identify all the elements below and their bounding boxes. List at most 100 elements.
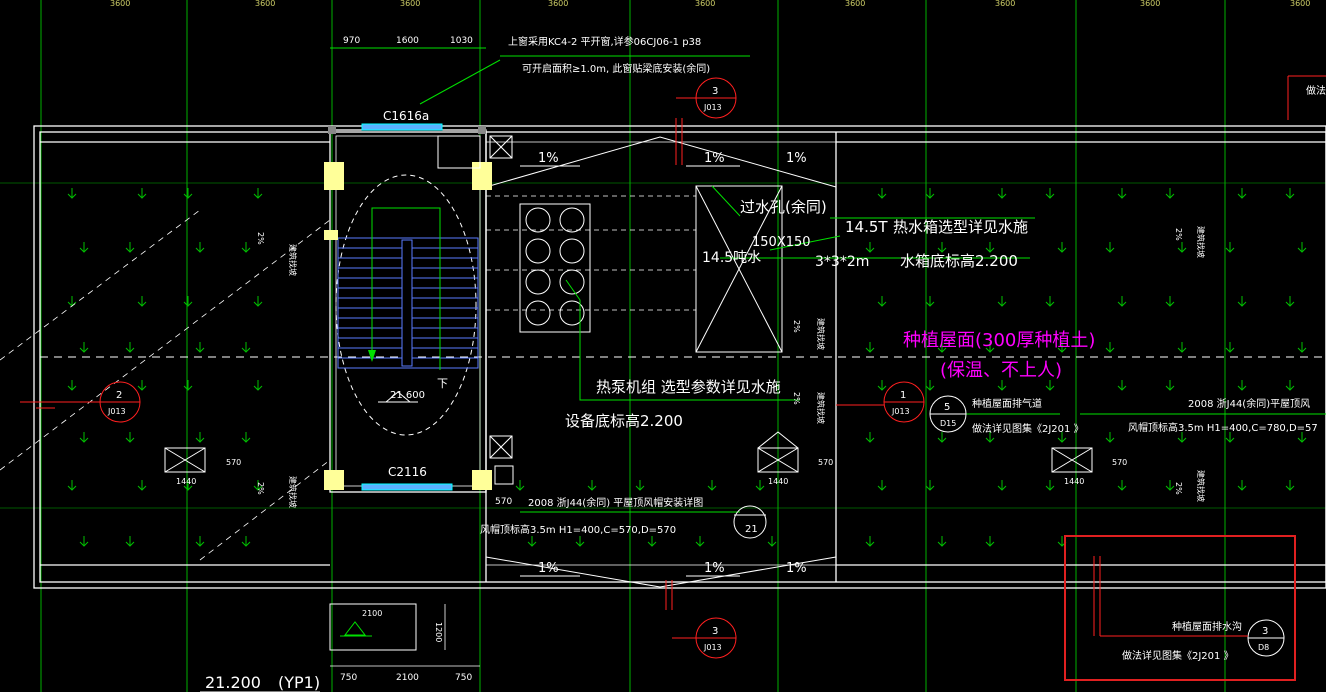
slope-arrow-icon bbox=[937, 536, 947, 547]
slope-arrow-icon bbox=[707, 480, 717, 491]
slope-arrow-icon bbox=[587, 480, 597, 491]
slope-arrow-icon bbox=[253, 296, 263, 307]
fan-dim: 570 bbox=[1112, 458, 1127, 467]
slope-arrow-icon bbox=[183, 380, 193, 391]
slope-arrow-icon bbox=[1225, 342, 1235, 353]
vent-reference: 做法详见图集《2J201 》 bbox=[972, 422, 1084, 435]
fan-dims: 1440 1440 1440 570 570 570 bbox=[176, 458, 1127, 486]
slope-arrow-icon bbox=[125, 432, 135, 443]
callout-num: 3 bbox=[712, 626, 718, 637]
tank-size: 3*3*2m bbox=[815, 254, 869, 270]
drain-reference: 做法详见图集《2J201 》 bbox=[1122, 649, 1234, 662]
side-note: 建筑找坡 bbox=[1196, 226, 1206, 258]
callout-texts: 3 J013 2 J013 1 J013 5 D15 3 J013 3 D8 做… bbox=[107, 84, 1326, 652]
top-dim: 3600 bbox=[1140, 0, 1160, 8]
slope-arrow-icon bbox=[183, 296, 193, 307]
slope-arrow-icon bbox=[125, 536, 135, 547]
slope-arrow-icon bbox=[79, 242, 89, 253]
slope-arrow-icon bbox=[925, 188, 935, 199]
slope-arrow-icon bbox=[183, 188, 193, 199]
slope-arrow-icon bbox=[1297, 432, 1307, 443]
slope-arrow-icon bbox=[195, 536, 205, 547]
slope-arrow-icon bbox=[997, 380, 1007, 391]
annex-elevation: 21.200 bbox=[205, 673, 261, 692]
slope-arrow-icon bbox=[985, 242, 995, 253]
side-pct: 2% bbox=[256, 482, 265, 495]
side-note: 建筑找坡 bbox=[288, 244, 298, 276]
top-dim: 3600 bbox=[255, 0, 275, 8]
slope-arrow-icon bbox=[937, 242, 947, 253]
slope-arrow-icon bbox=[1285, 380, 1295, 391]
water-tank-area: 过水孔(余同) 14.5T 热水箱选型详见水施 14.5吨水 150X150 3… bbox=[486, 135, 1035, 459]
slope-arrow-icon bbox=[1045, 296, 1055, 307]
slope-arrow-icon bbox=[241, 242, 251, 253]
centre-vent-note: 2008 浙J44(余同) 平屋顶风帽安装详图 风帽顶标高3.5m H1=400… bbox=[480, 496, 767, 539]
slope-arrow-icon bbox=[635, 480, 645, 491]
window-note-line1: 上窗采用KC4-2 平开窗,详参06CJ06-1 p38 bbox=[508, 35, 701, 48]
slope-arrow-icon bbox=[865, 342, 875, 353]
ridge-lines bbox=[485, 136, 837, 588]
slope-arrow-icon bbox=[937, 432, 947, 443]
annex-tag: (YP1) bbox=[278, 673, 320, 692]
slope-arrow-icon bbox=[985, 342, 995, 353]
top-dim: 3600 bbox=[400, 0, 420, 8]
slope-arrow-icon bbox=[79, 342, 89, 353]
cap-reference: 2008 浙J44(余同)平屋顶风 bbox=[1188, 397, 1310, 410]
slope-arrow-icon bbox=[1105, 342, 1115, 353]
side-note: 建筑找坡 bbox=[1196, 470, 1206, 502]
slope-arrow-icon bbox=[1045, 380, 1055, 391]
vent-label: 种植屋面排气道 bbox=[972, 397, 1042, 410]
fan-dim: 570 bbox=[818, 458, 833, 467]
slope-arrow-icon bbox=[1117, 188, 1127, 199]
slope-arrow-icon bbox=[1045, 188, 1055, 199]
slope-arrow-icon bbox=[241, 432, 251, 443]
slope-arrow-icon bbox=[67, 380, 77, 391]
planting-roof: 种植屋面(300厚种植土) (保温、不上人) 种植屋面排气道 做法详见图集《2J… bbox=[903, 330, 1326, 435]
side-pct: 2% bbox=[792, 320, 801, 333]
tank-weight: 14.5T bbox=[845, 218, 888, 236]
slope-arrow-icon bbox=[1117, 480, 1127, 491]
slope-arrow-icon bbox=[1117, 380, 1127, 391]
slope-arrow-icon bbox=[877, 480, 887, 491]
vent-detail-number: 21 bbox=[745, 524, 758, 535]
slope-arrow-icon bbox=[1165, 380, 1175, 391]
slope-arrow-icon bbox=[1225, 242, 1235, 253]
window-dim: 970 bbox=[343, 36, 360, 46]
top-dim: 3600 bbox=[110, 0, 130, 8]
slope-arrow-icon bbox=[575, 536, 585, 547]
slope-arrow-icon bbox=[1237, 480, 1247, 491]
slope-arrow-icon bbox=[195, 342, 205, 353]
callout-ref: J013 bbox=[703, 643, 722, 652]
side-note: 建筑找坡 bbox=[288, 476, 298, 508]
slope-arrow-icon bbox=[125, 242, 135, 253]
callout-num: 1 bbox=[900, 390, 906, 401]
side-note: 建筑找坡 bbox=[816, 318, 826, 350]
slope-arrow-icon bbox=[1105, 242, 1115, 253]
callout-num: 2 bbox=[116, 390, 122, 401]
slope-arrow-icon bbox=[937, 342, 947, 353]
white-callouts bbox=[929, 395, 1285, 657]
slope-arrow-icon bbox=[67, 296, 77, 307]
window-c2116: C2116 bbox=[388, 465, 427, 479]
annex-dim: 750 bbox=[455, 673, 472, 683]
side-note: 建筑找坡 bbox=[816, 392, 826, 424]
slope-arrow-icon bbox=[877, 296, 887, 307]
slope-arrow-icon bbox=[1177, 432, 1187, 443]
slope-arrow-icon bbox=[1237, 380, 1247, 391]
slope-arrow-icon bbox=[865, 242, 875, 253]
drain-label: 种植屋面排水沟 bbox=[1172, 620, 1242, 633]
cap-elevation: 风帽顶标高3.5m H1=400,C=780,D=57 bbox=[1128, 421, 1318, 434]
slope-arrow-icon bbox=[695, 536, 705, 547]
top-dim: 3600 bbox=[995, 0, 1015, 8]
slope-arrow-icon bbox=[1165, 188, 1175, 199]
top-dim: 3600 bbox=[1290, 0, 1310, 8]
stair-down-label: 下 bbox=[437, 377, 448, 390]
slope-arrow-icon bbox=[767, 536, 777, 547]
window-note-line2: 可开启面积≥1.0m, 此窗贴梁底安装(余同) bbox=[522, 62, 710, 75]
callout-ref: J013 bbox=[703, 103, 722, 112]
slope: 1% bbox=[538, 151, 559, 166]
vent-dim: 570 bbox=[495, 497, 512, 507]
slope-arrow-icon bbox=[1057, 342, 1067, 353]
slope-arrow-icon bbox=[67, 188, 77, 199]
slope-arrow-icon bbox=[241, 342, 251, 353]
